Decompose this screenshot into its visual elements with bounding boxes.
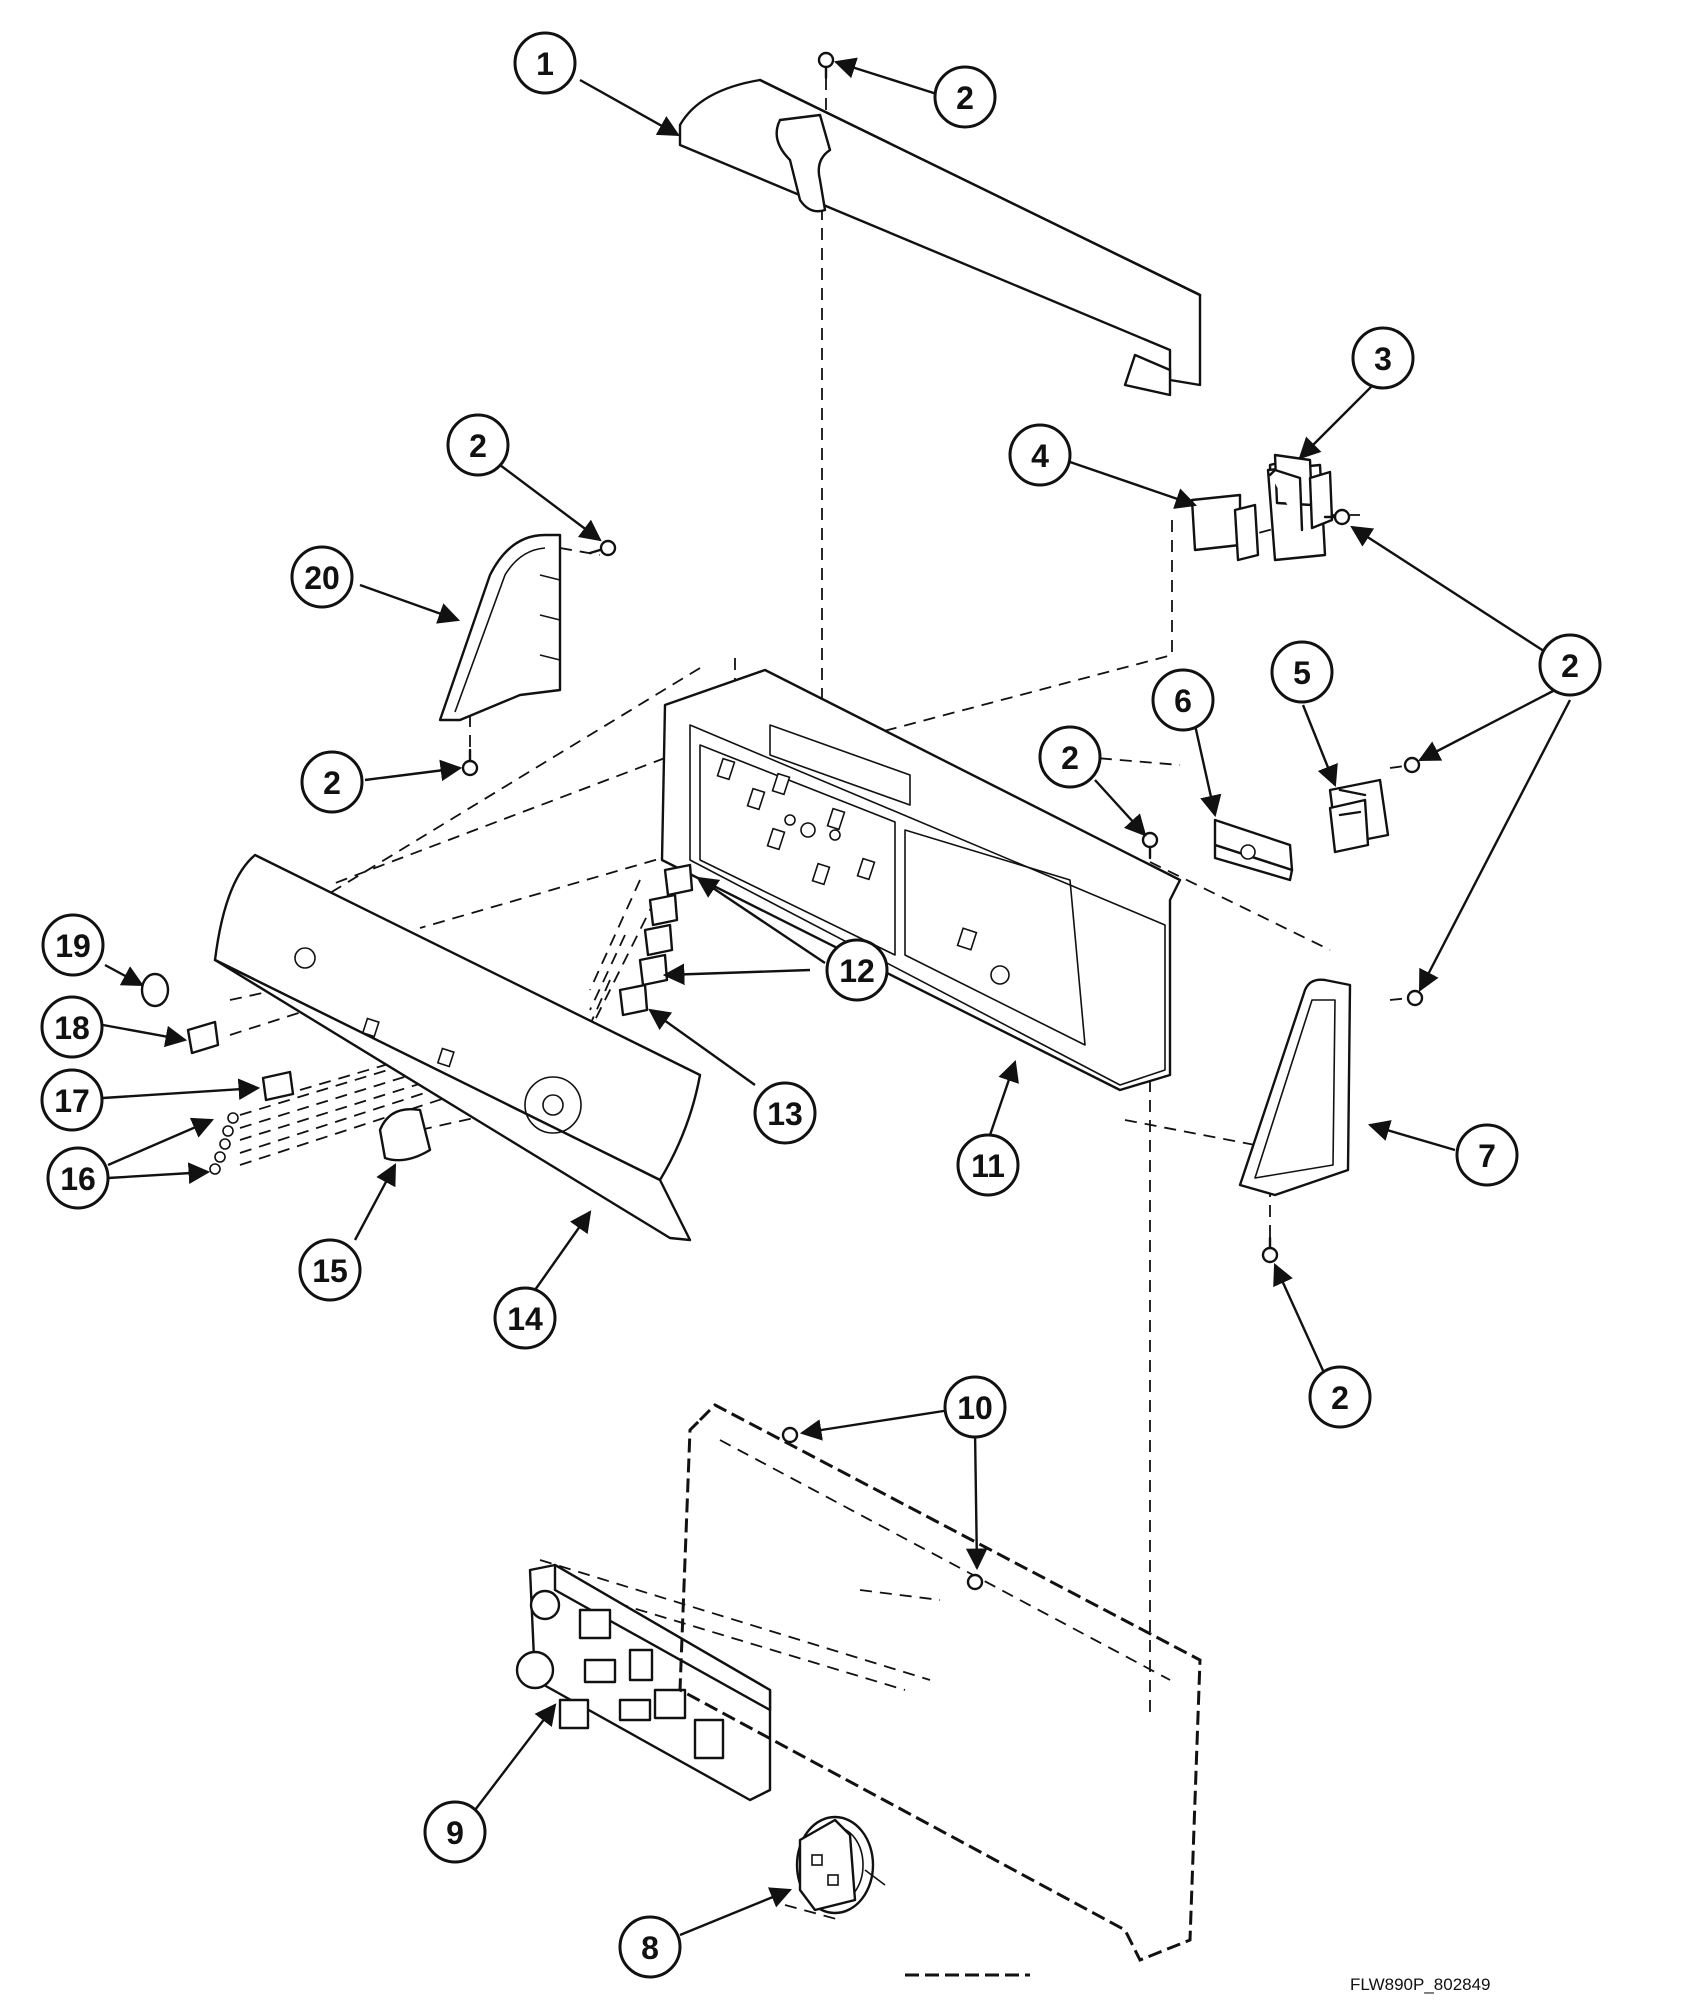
control-panel-front-part [213, 853, 702, 1242]
screw-right-cap-bottom [1261, 1236, 1279, 1264]
callout-3: 3 [1351, 326, 1415, 390]
screw-console [1141, 831, 1159, 860]
callout-5: 5 [1270, 640, 1334, 704]
control-console-back-part [660, 668, 1182, 1092]
screw-left-cap-top [588, 539, 617, 557]
membrane-switch-parts [618, 863, 694, 1017]
callout-9-label: 9 [446, 1815, 464, 1851]
callout-2-right-group-label: 2 [1561, 648, 1579, 684]
callout-5-label: 5 [1293, 655, 1311, 691]
callout-20-label: 20 [304, 560, 340, 596]
callout-20: 20 [290, 545, 354, 609]
display-bracket-part [1213, 818, 1294, 882]
selector-switch-part [1328, 778, 1390, 854]
board-housing-dashed [678, 1403, 1202, 1977]
callout-2-right-cap-bottom-label: 2 [1331, 1380, 1349, 1416]
callout-leaders [102, 57, 1572, 1937]
drawing-reference-id: FLW890P_802849 [1350, 1975, 1491, 1994]
callout-12-label: 12 [839, 953, 875, 989]
callout-2-console: 2 [1038, 725, 1102, 789]
top-cover-part [678, 78, 1202, 397]
callout-2-right-cap-bottom: 2 [1308, 1365, 1372, 1429]
callout-8-label: 8 [641, 1930, 659, 1966]
callout-1-label: 1 [536, 46, 554, 82]
callout-7: 7 [1455, 1123, 1519, 1187]
callout-16: 16 [46, 1146, 110, 1210]
callout-2-left-cap-top-label: 2 [469, 428, 487, 464]
callout-16-label: 16 [60, 1161, 96, 1197]
callout-2-top: 2 [933, 65, 997, 129]
screw-right-switch [1323, 508, 1351, 526]
callout-2-left-cap-top: 2 [446, 413, 510, 477]
callout-4-label: 4 [1031, 438, 1049, 474]
callout-7-label: 7 [1478, 1138, 1496, 1174]
callout-6-label: 6 [1174, 683, 1192, 719]
left-end-cap-part [438, 533, 562, 722]
callout-13-label: 13 [767, 1096, 803, 1132]
screw-right-cap-top [1406, 989, 1424, 1007]
callout-18: 18 [40, 995, 104, 1059]
screw-left-cap-bottom [461, 748, 479, 777]
callout-12: 12 [825, 938, 889, 1002]
callout-13: 13 [753, 1081, 817, 1145]
callout-19: 19 [41, 913, 105, 977]
screw-housing-right [966, 1573, 984, 1591]
screw-fasteners [461, 51, 1424, 1591]
callout-15: 15 [298, 1238, 362, 1302]
screw-top [817, 51, 835, 80]
callout-6: 6 [1151, 668, 1215, 732]
callout-10: 10 [943, 1375, 1007, 1439]
callout-2-right-group: 2 [1538, 633, 1602, 697]
rotary-selector-part [795, 1815, 886, 1915]
callout-17-label: 17 [54, 1083, 90, 1119]
callout-8: 8 [618, 1915, 682, 1979]
callout-14: 14 [493, 1286, 557, 1350]
callout-9: 9 [423, 1800, 487, 1864]
callout-4: 4 [1008, 423, 1072, 487]
callout-14-label: 14 [507, 1301, 543, 1337]
callout-2-top-label: 2 [956, 80, 974, 116]
callout-15-label: 15 [312, 1253, 348, 1289]
callout-10-label: 10 [957, 1390, 993, 1426]
callout-2-left-cap-bottom-label: 2 [323, 765, 341, 801]
callout-3-label: 3 [1374, 341, 1392, 377]
callout-19-label: 19 [55, 928, 91, 964]
right-end-cap-part [1238, 978, 1352, 1197]
switch-bracket-assembly [1190, 453, 1334, 562]
callout-2-console-label: 2 [1061, 740, 1079, 776]
callout-18-label: 18 [54, 1010, 90, 1046]
callout-11: 11 [956, 1133, 1020, 1197]
control-board-part [515, 1563, 772, 1802]
screw-housing-top [781, 1426, 799, 1444]
callout-1: 1 [513, 31, 577, 95]
callout-2-left-cap-bottom: 2 [300, 750, 364, 814]
callout-17: 17 [40, 1068, 104, 1132]
screw-selector [1403, 756, 1421, 774]
callout-11-label: 11 [971, 1148, 1005, 1184]
